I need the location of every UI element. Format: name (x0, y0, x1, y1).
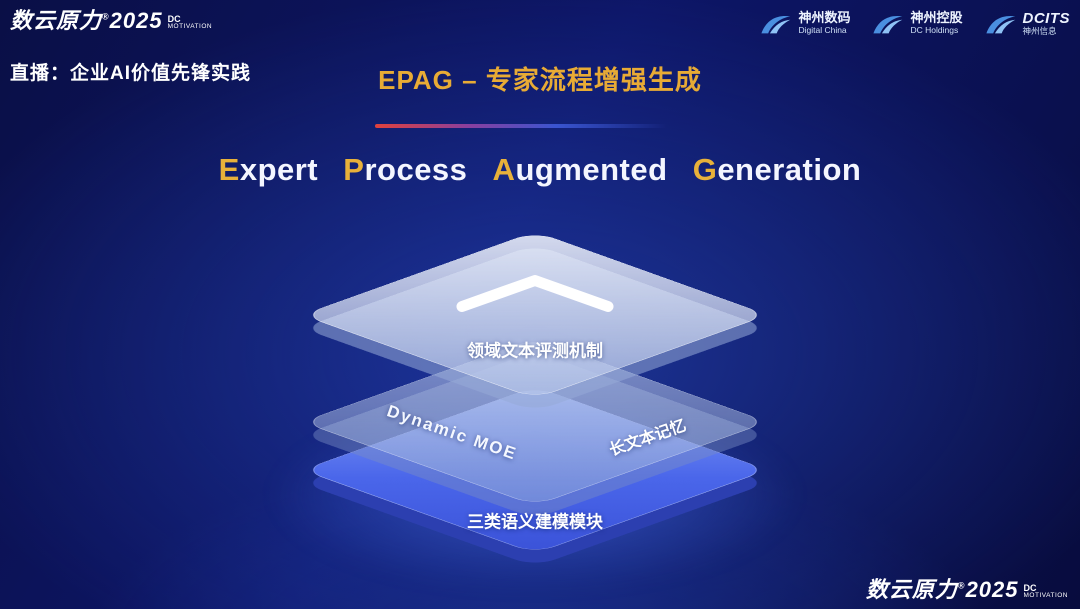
partner-subname: DC Holdings (910, 25, 959, 36)
partner-logos: 神州数码 Digital China 神州控股 DC Holdings DCIT… (758, 10, 1070, 37)
headline-word: Augmented (492, 152, 668, 187)
headline-word: Generation (692, 152, 862, 187)
headline-word: Process (343, 152, 468, 187)
partner-subname: 神州信息 (1022, 26, 1057, 37)
chevron-up-icon (450, 271, 620, 322)
partner-name: 神州数码 (798, 10, 851, 26)
partner-digital-china: 神州数码 Digital China (758, 10, 851, 37)
swoosh-icon (758, 11, 792, 37)
brand-logo-top: 数云原力®2025 DC MOTIVATION (10, 10, 212, 32)
swoosh-icon (983, 11, 1017, 37)
top-layer-label: 领域文本评测机制 (467, 341, 603, 361)
partner-name: DCITS (1022, 10, 1070, 27)
headline-word: Expert (218, 152, 319, 187)
partner-dcits: DCITS 神州信息 (983, 10, 1071, 37)
partner-dc-holdings: 神州控股 DC Holdings (870, 10, 963, 37)
brand-logo-bottom: 数云原力®2025 DC MOTIVATION (866, 579, 1068, 601)
partner-subname: Digital China (798, 25, 847, 36)
brand-subtext: DC MOTIVATION (167, 13, 213, 31)
page-title: EPAG – 专家流程增强生成 (378, 65, 702, 95)
brand-wordmark: 数云原力®2025 (865, 577, 1019, 602)
brand-subtext: DC MOTIVATION (1023, 582, 1068, 600)
live-stream-label: 直播：企业AI价值先锋实践 (10, 63, 252, 84)
swoosh-icon (870, 11, 904, 37)
gradient-divider (375, 124, 667, 128)
bottom-layer-label: 三类语义建模模块 (467, 512, 603, 532)
headline: Expert Process Augmented Generation (0, 152, 1080, 188)
brand-wordmark: 数云原力®2025 (10, 8, 163, 33)
partner-name: 神州控股 (910, 10, 963, 26)
